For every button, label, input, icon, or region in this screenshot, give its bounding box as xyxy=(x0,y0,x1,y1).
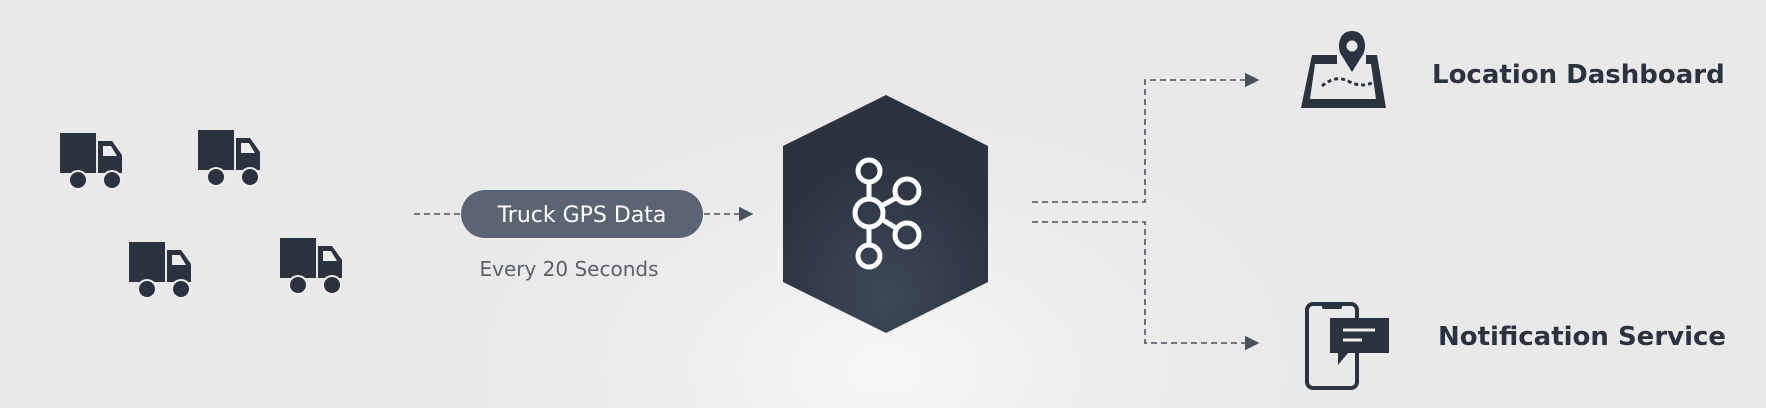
destination-notification-service: Notification Service xyxy=(1305,302,1726,390)
truck-icon xyxy=(129,242,191,299)
truck-icon xyxy=(280,238,342,295)
output-connectors xyxy=(1032,72,1260,351)
phone-chat-icon xyxy=(1305,302,1389,390)
truck-icon xyxy=(60,133,122,190)
hexagon-shape xyxy=(783,95,988,333)
dashboard-connector xyxy=(1032,72,1260,203)
kafka-icon xyxy=(852,157,922,270)
flow-sublabel: Every 20 Seconds xyxy=(479,257,658,281)
destination-location-dashboard: Location Dashboard xyxy=(1301,31,1725,108)
truck-icon xyxy=(198,130,260,187)
truck-group xyxy=(60,130,342,299)
destination-label: Notification Service xyxy=(1438,322,1726,352)
flow-label: Truck GPS Data xyxy=(497,203,667,228)
destination-label: Location Dashboard xyxy=(1432,60,1725,90)
notification-connector xyxy=(1032,221,1260,351)
hub xyxy=(783,95,988,333)
flow-label-pill: Truck GPS Data xyxy=(461,190,703,238)
map-pin-icon xyxy=(1301,31,1386,108)
